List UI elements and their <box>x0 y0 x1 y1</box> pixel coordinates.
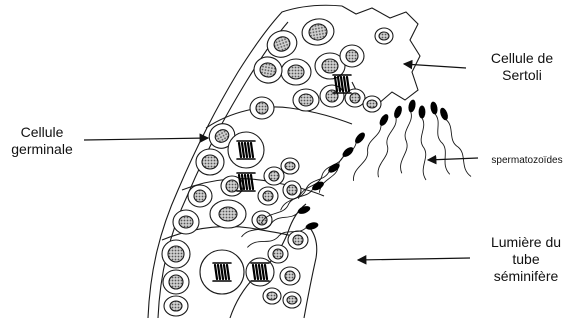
spermatozoon <box>439 107 471 180</box>
cell-nucleus <box>256 102 268 114</box>
cell-nucleus <box>267 292 277 300</box>
cell-nucleus <box>285 271 295 281</box>
sperm-head <box>353 131 367 145</box>
label-lumiere-line-1: Lumière du <box>478 234 574 251</box>
label-lumiere-line-3: séminifère <box>478 268 574 285</box>
cell-nucleus <box>170 301 182 311</box>
spermatozoon <box>294 145 356 199</box>
sperm-head <box>419 106 426 119</box>
chromosome <box>347 77 349 91</box>
cell-nucleus <box>285 162 295 170</box>
chromosome <box>245 175 247 189</box>
label-lumiere-line-2: tube <box>478 251 574 268</box>
cell-nucleus <box>293 235 303 245</box>
arrow-sertoli <box>404 64 466 68</box>
cell-nucleus <box>346 50 358 62</box>
cell-nucleus <box>322 59 338 73</box>
label-germinale-line-2: germinale <box>2 141 82 158</box>
cell-nucleus <box>287 185 297 195</box>
label-spermatozoides-line-1: spermatozoïdes <box>480 152 574 169</box>
cell-nucleus <box>269 171 279 181</box>
cell-nucleus <box>169 275 183 289</box>
cell-nucleus <box>168 246 184 262</box>
sperm-head <box>407 99 416 113</box>
cell-nucleus <box>299 94 313 106</box>
chromosome <box>251 175 253 189</box>
label-sertoli-line-2: Sertoli <box>474 67 570 84</box>
chromosome <box>248 175 250 189</box>
sperm-tail <box>374 117 400 177</box>
sperm-tail <box>295 155 346 199</box>
chromosome <box>344 77 346 91</box>
label-germinale-line-1: Cellule <box>2 124 82 141</box>
spermatozoon <box>347 113 391 181</box>
label-spermatozoides: spermatozoïdes <box>480 152 574 169</box>
arrow-germinale <box>84 138 208 140</box>
sperm-tail <box>421 118 426 180</box>
label-germinale: Cellule germinale <box>2 124 82 158</box>
cell-nucleus <box>226 180 238 192</box>
cell-nucleus <box>350 93 360 103</box>
sperm-head <box>430 101 439 115</box>
cell-nucleus <box>379 32 389 40</box>
cell-nucleus <box>288 65 304 79</box>
label-sertoli: Cellule de Sertoli <box>474 50 570 84</box>
cell-nucleus <box>202 155 218 169</box>
label-lumiere: Lumière du tube séminifère <box>478 234 574 285</box>
label-sertoli-line-1: Cellule de <box>474 50 570 67</box>
cell-nucleus <box>194 190 206 202</box>
sperm-tail <box>434 113 450 175</box>
sperm-tail <box>397 112 415 174</box>
spermatozoon <box>419 106 426 181</box>
sperm-tail <box>349 125 384 181</box>
sperm-head <box>378 113 390 128</box>
cell-nucleus <box>273 249 283 259</box>
sperm-tail <box>445 118 471 178</box>
cell-nucleus <box>287 296 297 304</box>
cell-nucleus <box>326 90 338 102</box>
cell-nucleus <box>263 191 273 201</box>
cell-nucleus <box>257 215 267 225</box>
sperm-head <box>305 221 319 231</box>
arrow-spermatozoides <box>428 158 478 160</box>
cell-nucleus <box>219 207 237 221</box>
cell-nucleus <box>367 100 377 108</box>
sperm-head <box>439 107 450 122</box>
sperm-head <box>393 105 404 120</box>
cell-nucleus <box>179 216 193 228</box>
arrow-lumiere <box>358 258 470 260</box>
